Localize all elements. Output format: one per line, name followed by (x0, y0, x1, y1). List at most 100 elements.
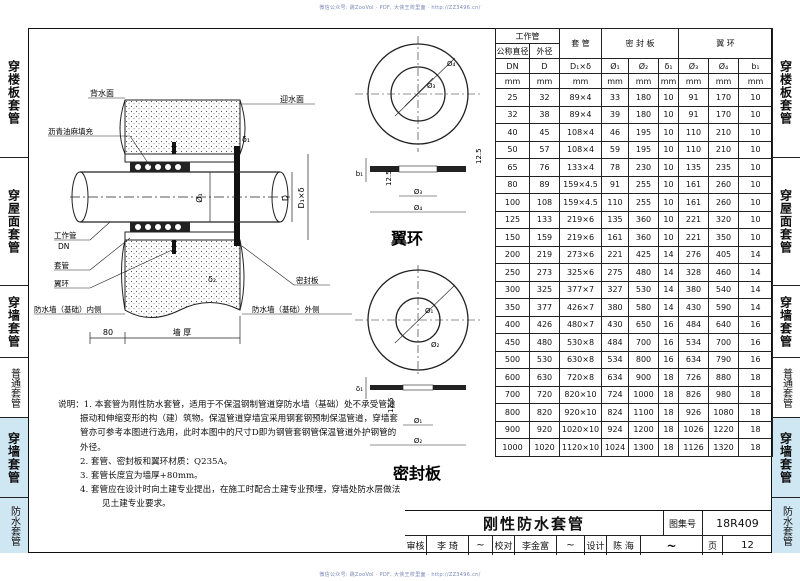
watermark-top: 微信公众号: 跳ZooVol · PDF, 大侠王校里面 · http://ZZ… (319, 5, 481, 11)
review-label: 审核 (405, 536, 427, 555)
sidebar-item-floor[interactable]: 穿楼板套管 (0, 28, 28, 158)
drawing-title: 刚性防水套管 (405, 511, 664, 535)
table-cell: 133×4 (559, 158, 602, 177)
table-cell: 460 (708, 263, 739, 282)
label-front-face: 迎水面 (280, 94, 304, 104)
table-cell: 630 (529, 368, 560, 387)
sidebar-item-waterproof[interactable]: 防水套管 (0, 498, 28, 553)
table-cell: 159×4.5 (559, 193, 602, 212)
sidebar-item-wall[interactable]: 穿墙套管 (0, 286, 28, 358)
table-cell: 700 (495, 385, 530, 404)
table-cell: 33 (601, 88, 629, 107)
table-cell: 16 (658, 333, 679, 352)
table-cell: 78 (601, 158, 629, 177)
table-cell: 920 (529, 420, 560, 439)
table-cell: 1120×10 (559, 438, 602, 457)
table-cell: 14 (738, 280, 773, 299)
sidebar-item-wall-r[interactable]: 穿墙套管 (772, 286, 800, 358)
label-back-face: 背水面 (90, 88, 114, 98)
table-cell: 350 (495, 298, 530, 317)
wing-ring-top (172, 142, 176, 154)
table-cell: 1126 (678, 438, 709, 457)
atlas-label: 图集号 (663, 511, 703, 535)
section-drawing: Ø₁ D D₁×δ 80 墙 厚 背水面 迎水面 沥青油麻填充 工作管 DN 套… (34, 88, 352, 344)
table-cell: 161 (678, 193, 709, 212)
header-outer: 外径 (529, 43, 560, 59)
table-cell: 210 (708, 140, 739, 159)
table-cell: 10 (658, 175, 679, 194)
table-cell: 926 (678, 403, 709, 422)
table-cell: 790 (708, 350, 739, 369)
review-signature: ~ (469, 536, 493, 555)
sidebar-item-normal-r[interactable]: 普通套管 (772, 358, 800, 418)
table-cell: 161 (601, 228, 629, 247)
table-cell: 800 (495, 403, 530, 422)
sidebar-item-roof-r[interactable]: 穿屋面套管 (772, 158, 800, 286)
wing-phi4: Ø₄ (447, 60, 456, 68)
label-wing-ring: 翼环 (54, 279, 69, 288)
table-cell: 726 (678, 368, 709, 387)
table-cell: 534 (678, 333, 709, 352)
table-cell: 450 (495, 333, 530, 352)
sidebar-item-floor-r[interactable]: 穿楼板套管 (772, 28, 800, 158)
table-cell: 534 (601, 350, 629, 369)
table-cell: 91 (678, 88, 709, 107)
table-cell: 76 (529, 158, 560, 177)
sidebar-item-wall-2-r[interactable]: 穿墙套管 (772, 418, 800, 498)
table-cell: 89 (529, 175, 560, 194)
table-cell: 1080 (708, 403, 739, 422)
sidebar-item-wall-2[interactable]: 穿墙套管 (0, 418, 28, 498)
table-cell: 18 (658, 420, 679, 439)
table-cell: 480 (529, 333, 560, 352)
label-work-pipe: 工作管 (54, 230, 77, 240)
table-cell: 360 (628, 228, 659, 247)
table-cell: 14 (658, 298, 679, 317)
table-cell: 10 (658, 228, 679, 247)
table-cell: 820×10 (559, 385, 602, 404)
table-cell: 1200 (628, 420, 659, 439)
table-cell: 110 (678, 123, 709, 142)
header-work-pipe: 工作管 (495, 28, 560, 44)
sidebar-item-waterproof-r[interactable]: 防水套管 (772, 498, 800, 553)
table-cell: 16 (738, 333, 773, 352)
table-cell: 18 (658, 368, 679, 387)
table-cell: 1100 (628, 403, 659, 422)
sidebar-item-normal[interactable]: 普通套管 (0, 358, 28, 418)
table-cell: 255 (628, 193, 659, 212)
table-cell: 430 (678, 298, 709, 317)
table-cell: 800 (628, 350, 659, 369)
table-cell: 45 (529, 123, 560, 142)
table-cell: 108 (529, 193, 560, 212)
note-1: 说明：1. 本套管为刚性防水套管，适用于不保温钢制管道穿防水墙（基础）处不承受管… (58, 400, 398, 453)
col-header: Ø₂ (628, 58, 659, 74)
table-cell: 108×4 (559, 140, 602, 159)
table-cell: 89×4 (559, 88, 602, 107)
table-cell: 1026 (678, 420, 709, 439)
atlas-no: 18R409 (716, 516, 759, 530)
table-cell: 180 (628, 105, 659, 124)
table-cell: 350 (708, 228, 739, 247)
table-cell: 380 (678, 280, 709, 299)
table-cell: 16 (658, 315, 679, 334)
label-80: 80 (103, 328, 113, 337)
table-cell: 273 (529, 263, 560, 282)
title-block: 刚性防水套管 图集号 18R409 审核 李 琦 ~ 校对 李金富 ~ 设计 陈… (405, 510, 772, 555)
design-name: 陈 海 (607, 536, 641, 555)
table-cell: 14 (658, 245, 679, 264)
seal-plate-title: 密封板 (392, 464, 442, 483)
col-header: δ₁ (658, 58, 679, 74)
table-cell: 110 (678, 140, 709, 159)
label-seal-plate: 密封板 (296, 275, 319, 285)
header-nominal: 公称直径 (495, 43, 530, 59)
wall-upper (124, 99, 241, 155)
sidebar-item-roof[interactable]: 穿屋面套管 (0, 158, 28, 286)
table-cell: 325×6 (559, 263, 602, 282)
